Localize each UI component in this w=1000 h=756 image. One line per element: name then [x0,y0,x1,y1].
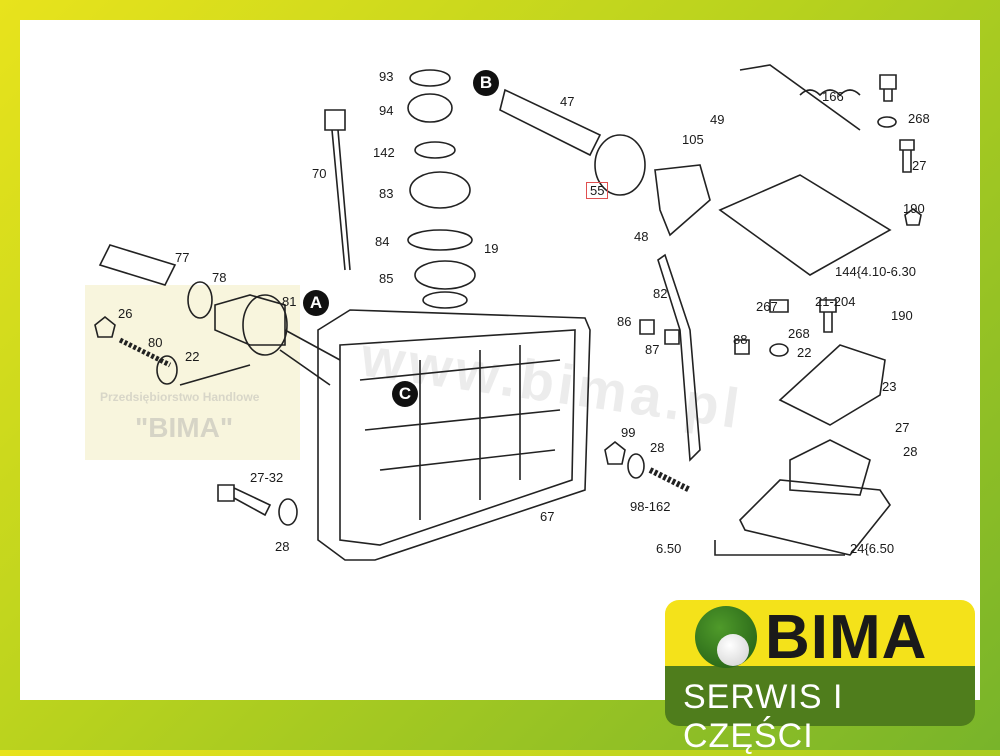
part-label: 27-32 [250,470,284,485]
part-label: 26 [118,306,133,321]
part-label: 82 [653,286,668,301]
watermark-name: "BIMA" [135,412,234,443]
part-label: 268 [788,326,810,341]
housing-67 [317,309,591,561]
bima-logo: BIMA SERWIS I CZĘŚCI [665,594,975,755]
part-label: 47 [560,94,575,109]
part-label: 93 [379,69,394,84]
part-label: 27 [895,420,910,435]
callout-b: B [473,70,499,96]
part-label-highlighted: 55 [586,182,609,199]
part-label: 49 [710,112,725,127]
part-label: 268 [908,111,930,126]
part-label: 98-162 [630,499,671,514]
part-label: 28 [275,539,290,554]
part-label: 21-204 [815,294,856,309]
part-label: 80 [148,335,163,350]
part-label: 86 [617,314,632,329]
part-label: 142 [373,145,395,160]
part-label: 70 [312,166,327,181]
part-label: 23 [882,379,897,394]
part-label: 81 [282,294,297,309]
part-label: 24{6.50 [850,541,895,556]
callout-c: C [392,381,418,407]
part-label: 27 [912,158,927,173]
part-label: 67 [540,509,555,524]
part-label: 144{4.10-6.30 [835,264,916,279]
part-label: 267 [756,299,778,314]
dipstick-70 [324,109,351,271]
sensor-77 [98,244,177,286]
part-label: 84 [375,234,390,249]
part-label: 28 [650,440,665,455]
part-label: 83 [379,186,394,201]
part-label: 105 [682,132,704,147]
part-label: 94 [379,103,394,118]
logo-bottom-band [665,666,975,726]
part-label: 19 [484,241,499,256]
callout-a: A [303,290,329,316]
watermark-company: Przedsiębiorstwo Handlowe [100,390,260,404]
part-label: 77 [175,250,190,265]
part-label: 48 [634,229,649,244]
part-label: 22 [185,349,200,364]
logo-tagline: SERWIS I CZĘŚCI [683,678,844,755]
part-label: 190 [903,201,925,216]
logo-brand: BIMA [765,603,928,672]
part-label: 88 [733,332,748,347]
logo-ball-highlight-icon [717,634,749,666]
part-label: 166 [822,89,844,104]
part-label: 78 [212,270,227,285]
part-label: 22 [797,345,812,360]
part-label: 6.50 [656,541,682,556]
part-label: 28 [903,444,918,459]
part-label: 190 [891,308,913,323]
part-label: 87 [645,342,660,357]
part-label: 85 [379,271,394,286]
part-label: 99 [621,425,636,440]
